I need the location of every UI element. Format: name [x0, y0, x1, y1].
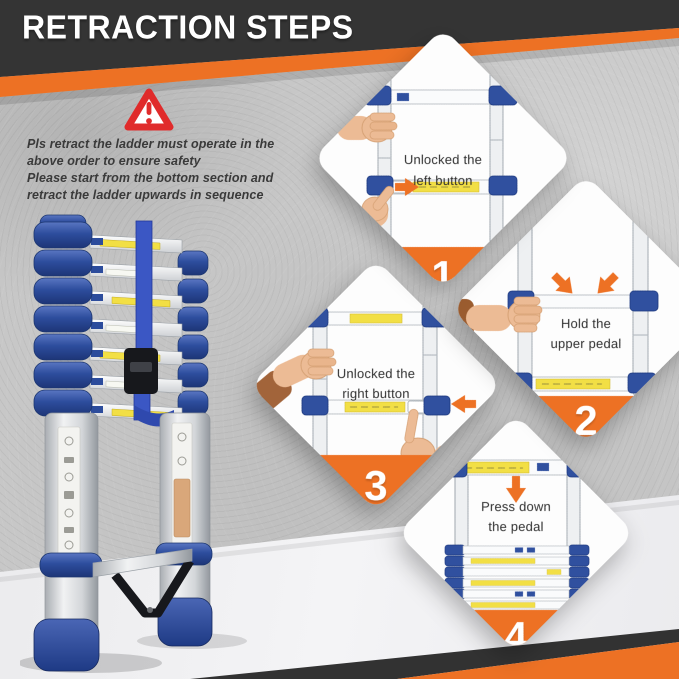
warning-line: above order to ensure safety	[27, 154, 201, 168]
caption-line: Press down	[481, 499, 551, 514]
holding-hand	[452, 296, 543, 337]
arrow-right-icon	[395, 178, 419, 196]
ladder-crossbar	[92, 548, 194, 618]
ladder-left-collars	[33, 214, 93, 417]
warning-line: Pls retract the ladder must operate in t…	[27, 137, 275, 151]
warning-line: Please start from the bottom section and	[27, 171, 274, 185]
arrow-down-right-icon	[551, 272, 573, 294]
warning-triangle-icon	[124, 88, 174, 131]
caption-line: Unlocked the	[336, 366, 416, 381]
step-caption: Press down the pedal	[397, 497, 635, 537]
arrow-down-icon	[506, 476, 526, 503]
collapsed-stack	[444, 544, 590, 611]
caption-line: right button	[342, 386, 410, 401]
caption-line: left button	[413, 173, 473, 188]
step-panel-2: Hold the upper pedal 2	[451, 174, 679, 444]
step-caption: Unlocked the right button	[250, 364, 502, 404]
upper-rung	[301, 307, 451, 328]
ladder-photo	[20, 214, 247, 673]
caption-line: the pedal	[488, 519, 544, 534]
ladder-foot	[157, 597, 213, 647]
ladder-rung-latches	[91, 238, 103, 413]
step-caption: Unlocked the left button	[313, 149, 573, 191]
step-number: 3	[364, 462, 388, 509]
crossbar-bracket	[111, 558, 194, 618]
warning-line: retract the ladder upwards in sequence	[27, 188, 264, 202]
caption-line: Hold the	[560, 316, 612, 331]
warning-note: Pls retract the ladder must operate in t…	[27, 136, 299, 204]
thumb	[404, 408, 419, 444]
caption-line: Unlocked the	[403, 152, 483, 167]
ladder-right-collars	[177, 250, 209, 416]
index-finger	[372, 185, 395, 211]
grip-hand	[337, 112, 398, 143]
ladder-left-leg	[33, 412, 103, 672]
ladder-foot	[33, 618, 100, 672]
page-title: RETRACTION STEPS	[22, 8, 354, 46]
arrow-left-icon	[451, 395, 476, 413]
step2-illustration	[452, 212, 659, 398]
arrow-down-left-icon	[597, 272, 619, 294]
upper-rung	[364, 85, 518, 106]
